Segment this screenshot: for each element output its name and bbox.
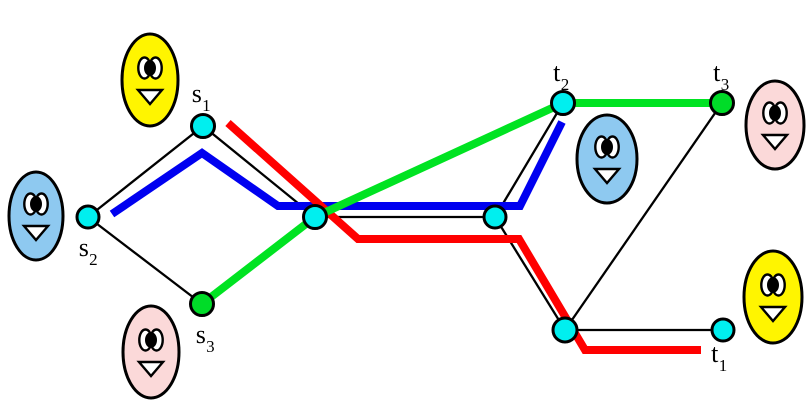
pupil-icon xyxy=(769,105,781,121)
beak-mouth-icon xyxy=(136,360,166,378)
node-s3 xyxy=(189,291,215,317)
face-blue-middle xyxy=(575,113,639,205)
red-route xyxy=(225,120,701,354)
label-t2: t2 xyxy=(553,57,570,94)
label-s2: s2 xyxy=(78,232,98,269)
face-pink-top-right-body xyxy=(744,79,806,171)
face-pink-bottom-left xyxy=(121,304,181,400)
node-s2 xyxy=(75,204,101,230)
pupil-icon xyxy=(144,60,156,76)
face-yellow-bottom-right xyxy=(742,249,804,345)
pupil-icon xyxy=(145,332,157,348)
pupil-icon xyxy=(767,277,779,293)
node-hub xyxy=(302,204,328,230)
edge-s1-hub xyxy=(202,125,316,218)
face-yellow-top-left xyxy=(120,32,180,128)
edge-s2-s3 xyxy=(87,216,203,305)
face-pink-bottom-left-body xyxy=(121,304,181,400)
beak-mouth-icon xyxy=(760,133,790,151)
node-t2 xyxy=(550,90,576,116)
node-t3 xyxy=(709,90,735,116)
edge-low-t3 xyxy=(564,102,723,331)
edge-mid-t2 xyxy=(494,102,564,218)
beak-mouth-icon xyxy=(592,167,622,185)
label-t3: t3 xyxy=(713,57,730,94)
beak-mouth-icon xyxy=(21,224,51,242)
green-route xyxy=(199,99,722,308)
pupil-icon xyxy=(30,196,42,212)
edge-s2-s1 xyxy=(87,125,204,218)
node-t1 xyxy=(710,317,736,343)
label-t1: t1 xyxy=(711,338,728,375)
pupil-icon xyxy=(601,139,613,155)
node-mid xyxy=(482,204,508,230)
node-low xyxy=(551,316,579,344)
beak-mouth-icon xyxy=(758,305,788,323)
edge-mid-low xyxy=(494,216,566,331)
face-blue-middle-body xyxy=(575,113,639,205)
face-yellow-top-left-body xyxy=(120,32,180,128)
label-s3: s3 xyxy=(195,319,215,356)
face-yellow-bottom-right-body xyxy=(742,249,804,345)
face-blue-left xyxy=(7,170,65,262)
node-s1 xyxy=(190,113,216,139)
face-blue-left-body xyxy=(7,170,65,262)
beak-mouth-icon xyxy=(135,88,165,106)
blue-route xyxy=(109,120,566,218)
label-s1: s1 xyxy=(191,78,211,115)
face-pink-top-right xyxy=(744,79,806,171)
